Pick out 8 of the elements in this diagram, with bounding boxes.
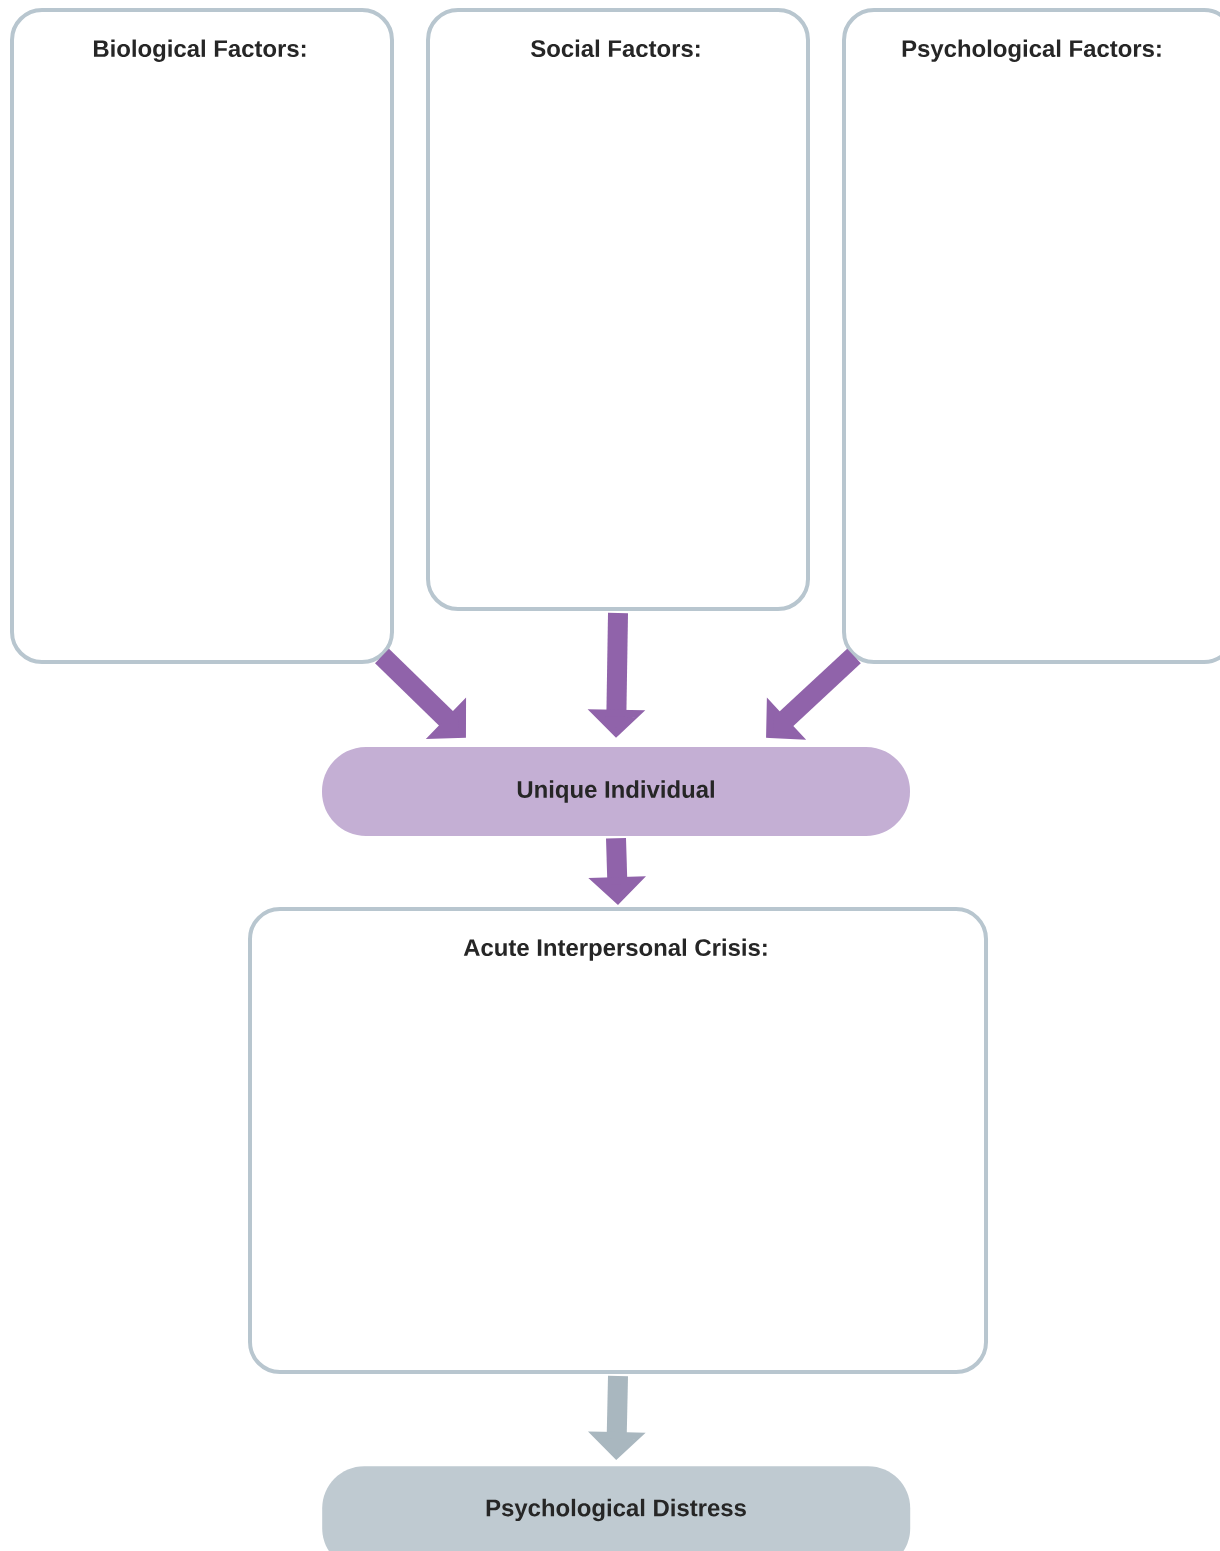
- pill-box: Unique Individual: [322, 747, 910, 836]
- card: Social Factors:: [426, 8, 810, 611]
- card: Biological Factors:: [10, 8, 394, 664]
- arrow: [766, 648, 861, 740]
- card: Psychological Factors:: [842, 8, 1220, 664]
- card: Acute Interpersonal Crisis:: [248, 907, 988, 1374]
- arrow: [375, 648, 467, 739]
- pill-box: Psychological Distress: [322, 1466, 911, 1551]
